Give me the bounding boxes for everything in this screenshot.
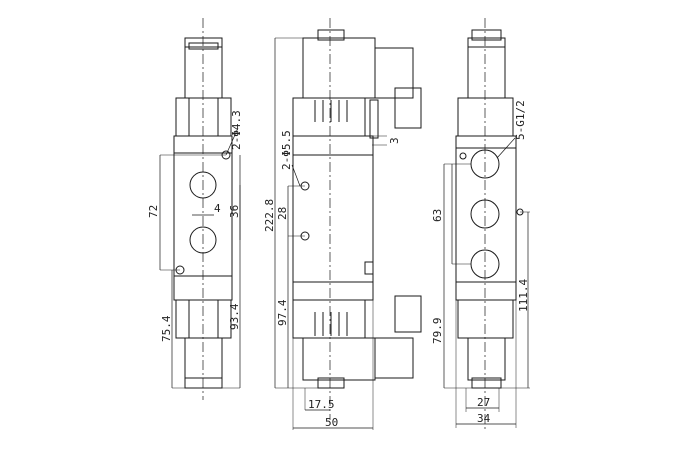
right-dim-79-9: 79.9 bbox=[431, 318, 444, 345]
left-mount-holes-label: 2-Φ4.3 bbox=[230, 110, 243, 150]
left-view-labels: 2-Φ4.3 72 4 36 75.4 93.4 bbox=[147, 110, 243, 342]
middle-view bbox=[274, 18, 422, 430]
right-view-labels: 5-G1/2 63 111.4 79.9 27 34 bbox=[431, 100, 530, 425]
left-dim-72: 72 bbox=[147, 205, 160, 218]
middle-dim-222-8: 222.8 bbox=[263, 199, 276, 232]
left-dim-36: 36 bbox=[228, 205, 241, 218]
left-dim-75-4: 75.4 bbox=[160, 315, 173, 342]
right-view bbox=[443, 18, 530, 430]
right-dim-63: 63 bbox=[431, 209, 444, 222]
middle-view-labels: 2-Φ5.5 222.8 28 3 97.4 17.5 50 bbox=[263, 130, 401, 429]
middle-dim-97-4: 97.4 bbox=[276, 299, 289, 326]
right-dim-111-4: 111.4 bbox=[517, 279, 530, 312]
left-view bbox=[159, 18, 241, 400]
middle-dim-17-5: 17.5 bbox=[308, 398, 335, 411]
left-dim-93-4: 93.4 bbox=[228, 303, 241, 330]
right-dim-34: 34 bbox=[477, 412, 491, 425]
middle-dim-50: 50 bbox=[325, 416, 338, 429]
right-dim-27: 27 bbox=[477, 396, 490, 409]
middle-dim-3: 3 bbox=[388, 137, 401, 144]
middle-dim-28: 28 bbox=[276, 207, 289, 220]
left-dim-4: 4 bbox=[214, 202, 221, 215]
middle-mount-holes-label: 2-Φ5.5 bbox=[280, 130, 293, 170]
right-ports-label: 5-G1/2 bbox=[514, 100, 527, 140]
